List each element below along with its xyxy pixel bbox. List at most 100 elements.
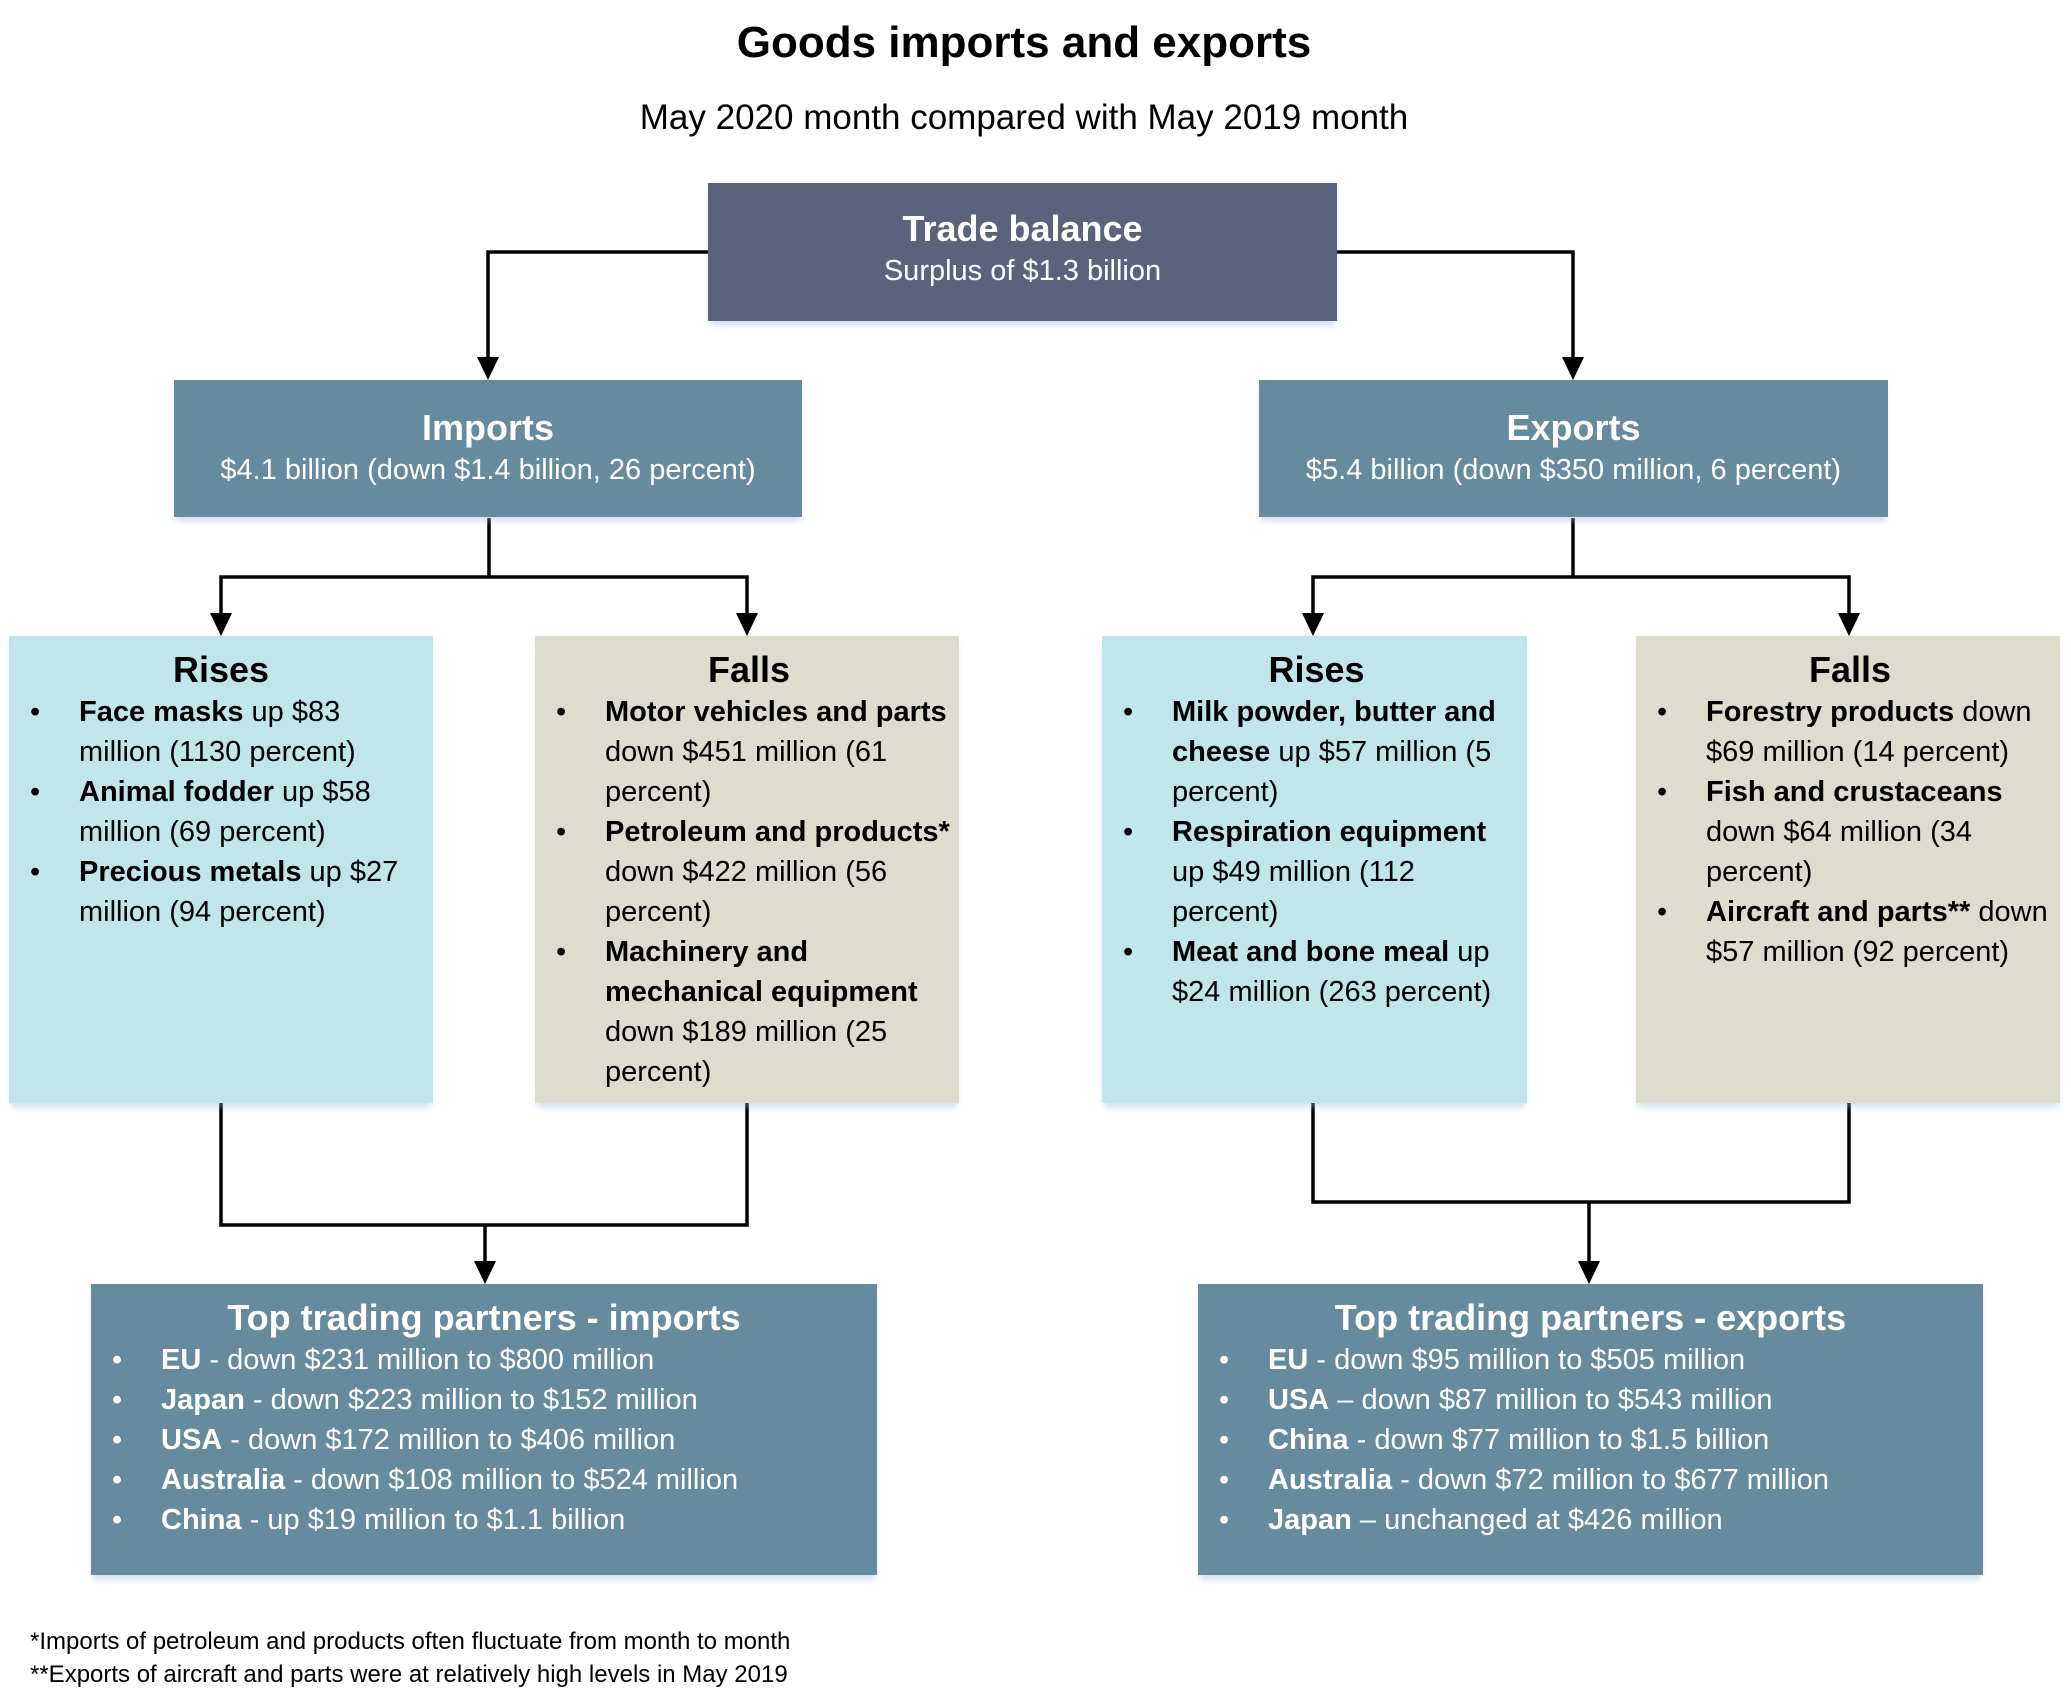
bullet-icon: • xyxy=(1657,696,1668,728)
item-label: Meat and bone meal xyxy=(1172,936,1450,968)
imports-box: Imports $4.1 billion (down $1.4 billion,… xyxy=(174,380,802,517)
item-label: Face masks xyxy=(79,696,244,728)
imports-partners-box: Top trading partners - imports • EU - dow… xyxy=(91,1284,877,1575)
imports-rises-list: •Face masks up $83 million (1130 percent… xyxy=(19,692,423,932)
bullet-icon: • xyxy=(1123,696,1134,728)
arrowhead-exports-rises xyxy=(1302,613,1324,636)
item-detail: - down $95 million to $505 million xyxy=(1308,1344,1746,1376)
imports-rises-box: Rises •Face masks up $83 million (1130 p… xyxy=(9,636,433,1103)
exports-falls-list: • Forestry products down $69 million (14 … xyxy=(1646,692,2054,972)
item-detail: up $58 million (69 percent) xyxy=(79,776,371,848)
exports-rises-list: • Milk powder, butter and cheese up $57 m… xyxy=(1112,692,1521,1012)
item-label: Petroleum and products* xyxy=(605,816,950,848)
exports-rises-box: Rises • Milk powder, butter and cheese up… xyxy=(1102,636,1527,1103)
item-label: Milk powder, butter and cheese xyxy=(1172,696,1496,768)
connector-trade-to-exports xyxy=(1337,250,1575,358)
list-item: • Forestry products down $69 million (14 … xyxy=(1646,692,2054,772)
bullet-icon: • xyxy=(112,1504,123,1536)
item-label: EU xyxy=(1268,1344,1309,1376)
list-item: • Fish and crustaceans down $64 million (… xyxy=(1646,772,2054,892)
bullet-icon: • xyxy=(30,856,41,888)
item-label: Forestry products xyxy=(1706,696,1955,728)
item-detail: - down $108 million to $524 million xyxy=(285,1464,739,1496)
bullet-icon: • xyxy=(1219,1384,1230,1416)
footnotes: *Imports of petroleum and products often… xyxy=(30,1625,790,1691)
page-title: Goods imports and exports xyxy=(736,18,1312,67)
item-label: Australia xyxy=(1268,1464,1393,1496)
list-item: •Australia - down $72 million to $677 mi… xyxy=(1208,1460,1973,1500)
item-label: Respiration equipment xyxy=(1172,816,1487,848)
exports-falls-heading: Falls xyxy=(1808,649,1892,690)
item-detail: down $451 million (61 percent) xyxy=(605,736,888,808)
item-detail: down $69 million (14 percent) xyxy=(1706,696,2032,768)
item-label: Machinery and mechanical equipment xyxy=(605,936,918,1008)
list-item: •Australia - down $108 million to $524 m… xyxy=(101,1460,867,1500)
bullet-icon: • xyxy=(556,816,567,848)
bullet-icon: • xyxy=(556,936,567,968)
item-detail: down $64 million (34 percent) xyxy=(1706,816,1972,888)
arrowhead-exports-falls xyxy=(1838,613,1860,636)
imports-falls-list: • Motor vehicles and parts down $451 mill… xyxy=(545,692,953,1092)
connector-exports-merge xyxy=(1311,1103,1851,1204)
list-item: • EU - down $231 million to $800 million xyxy=(101,1340,867,1380)
connector-imports-merge xyxy=(219,1103,749,1227)
item-detail: - down $231 million to $800 million xyxy=(201,1344,655,1376)
list-item: •Japan - down $223 million to $152 milli… xyxy=(101,1380,867,1420)
imports-partners-heading: Top trading partners - imports xyxy=(227,1297,741,1338)
list-item: •Face masks up $83 million (1130 percent… xyxy=(19,692,423,772)
exports-rises-heading: Rises xyxy=(1268,649,1365,690)
list-item: •Japan – unchanged at $426 million xyxy=(1208,1500,1973,1540)
item-detail: up $57 million (5 percent) xyxy=(1172,736,1492,808)
bullet-icon: • xyxy=(1657,776,1668,808)
bullet-icon: • xyxy=(1123,816,1134,848)
bullet-icon: • xyxy=(112,1464,123,1496)
item-label: China xyxy=(1268,1424,1349,1456)
list-item: •Motor vehicles and parts down $451 mill… xyxy=(545,692,953,812)
trade-balance-value: Surplus of $1.3 billion xyxy=(883,255,1162,287)
list-item: •Aircraft and parts** down $57 million (… xyxy=(1646,892,2054,972)
bullet-icon: • xyxy=(112,1344,123,1376)
list-item: •USA - down $172 million to $406 million xyxy=(101,1420,867,1460)
imports-falls-box: Falls • Motor vehicles and parts down $45… xyxy=(535,636,959,1103)
imports-falls-heading: Falls xyxy=(707,649,791,690)
footnote-petroleum: *Imports of petroleum and products often… xyxy=(30,1628,791,1655)
exports-partners-box: Top trading partners - exports •EU - dow… xyxy=(1198,1284,1983,1575)
item-detail: up $24 million (263 percent) xyxy=(1172,936,1492,1008)
list-item: • Precious metals up $27 million (94 perc… xyxy=(19,852,423,932)
item-detail: up $27 million (94 percent) xyxy=(79,856,399,928)
arrowhead-imports-rises xyxy=(210,613,232,636)
list-item: • Respiration equipment up $49 million (1… xyxy=(1112,812,1521,932)
imports-heading: Imports xyxy=(421,407,554,448)
arrowhead-imports xyxy=(477,357,499,380)
item-detail: - up $19 million to $1.1 billion xyxy=(241,1504,626,1536)
item-detail: - down $172 million to $406 million xyxy=(222,1424,676,1456)
item-label: USA xyxy=(1268,1384,1330,1416)
item-detail: - down $72 million to $677 million xyxy=(1392,1464,1829,1496)
bullet-icon: • xyxy=(112,1384,123,1416)
list-item: •Meat and bone meal up $24 million (263 … xyxy=(1112,932,1521,1012)
item-label: Japan xyxy=(161,1384,245,1416)
item-label: Precious metals xyxy=(79,856,302,888)
page-subtitle: May 2020 month compared with May 2019 mo… xyxy=(639,98,1409,137)
connector-exports-split xyxy=(1311,575,1851,614)
exports-partners-list: • EU - down $95 million to $505 million • U… xyxy=(1208,1340,1973,1540)
item-detail: up $49 million (112 percent) xyxy=(1172,856,1415,928)
item-detail: - down $77 million to $1.5 billion xyxy=(1348,1424,1770,1456)
bullet-icon: • xyxy=(1219,1344,1230,1376)
item-label: China xyxy=(161,1504,242,1536)
imports-partners-list: •EU - down $231 million to $800 million•… xyxy=(101,1340,867,1540)
exports-box: Exports $5.4 billion (down $350 million,… xyxy=(1259,380,1888,517)
arrowhead-imports-partners xyxy=(474,1261,496,1284)
item-label: EU xyxy=(161,1344,202,1376)
item-label: Motor vehicles and parts xyxy=(605,696,947,728)
list-item: •USA – down $87 million to $543 million xyxy=(1208,1380,1973,1420)
trade-balance-box: Trade balance Surplus of $1.3 billion xyxy=(708,183,1337,321)
item-detail: down $422 million (56 percent) xyxy=(605,856,888,928)
item-label: Fish and crustaceans xyxy=(1706,776,2003,808)
bullet-icon: • xyxy=(30,696,41,728)
bullet-icon: • xyxy=(30,776,41,808)
list-item: •Machinery and mechanical equipment down… xyxy=(545,932,953,1092)
bullet-icon: • xyxy=(112,1424,123,1456)
list-item: • EU - down $95 million to $505 million xyxy=(1208,1340,1973,1380)
item-label: Japan xyxy=(1268,1504,1352,1536)
